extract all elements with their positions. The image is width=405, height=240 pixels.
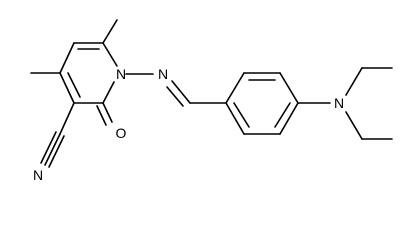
bond-c2-carbonyl — [102, 102, 113, 123]
amine-nitrogen-label: N — [334, 95, 344, 111]
bond-nitrile-triple-c — [48, 135, 65, 168]
bond-c2-carbonyl-double — [96, 105, 107, 126]
imine-linker-bonds — [125, 73, 227, 107]
imine-nitrogen-label: N — [158, 66, 168, 82]
bond-n1-c2 — [102, 81, 115, 104]
bond-c3-c4-inner — [67, 72, 81, 98]
bond-n-ethyl1-ch2 — [345, 67, 363, 96]
bond-ar6-ar1-inner — [233, 102, 250, 128]
pyridinone-ring-bonds — [59, 42, 118, 104]
bond-c6-methyl — [102, 19, 118, 44]
bond-ar6-ar1 — [225, 102, 245, 135]
bond-c3-c4 — [59, 72, 75, 104]
benzene-ring-bonds — [225, 72, 299, 135]
bond-n-ethyl2-ch2 — [345, 111, 363, 140]
nitrile-nitrogen-label: N — [33, 167, 43, 183]
bond-c3-nitrile-carbon — [59, 102, 75, 135]
bond-ar4-ar5-inner — [274, 102, 291, 128]
bond-n-imine-ch-double — [166, 86, 184, 107]
bond-ar3-ar4 — [279, 72, 299, 104]
bond-ar1-ar2 — [225, 72, 245, 104]
ring-nitrogen-label: N — [116, 66, 126, 82]
bond-nitrile-triple-a — [44, 133, 61, 166]
bond-nitrile-triple-b — [40, 131, 57, 164]
bond-c4-c5 — [59, 42, 75, 74]
carbonyl-oxygen-label: O — [116, 125, 127, 141]
diethylamino-bonds — [297, 67, 393, 140]
ring-substituent-bonds — [30, 19, 118, 168]
bond-c6-n1 — [102, 42, 118, 67]
bond-n-imine-ch — [171, 80, 191, 104]
atom-labels: N N N O N — [33, 66, 344, 183]
bond-ar4-ar5 — [279, 102, 299, 135]
chemical-structure: N N N O N — [30, 19, 393, 183]
